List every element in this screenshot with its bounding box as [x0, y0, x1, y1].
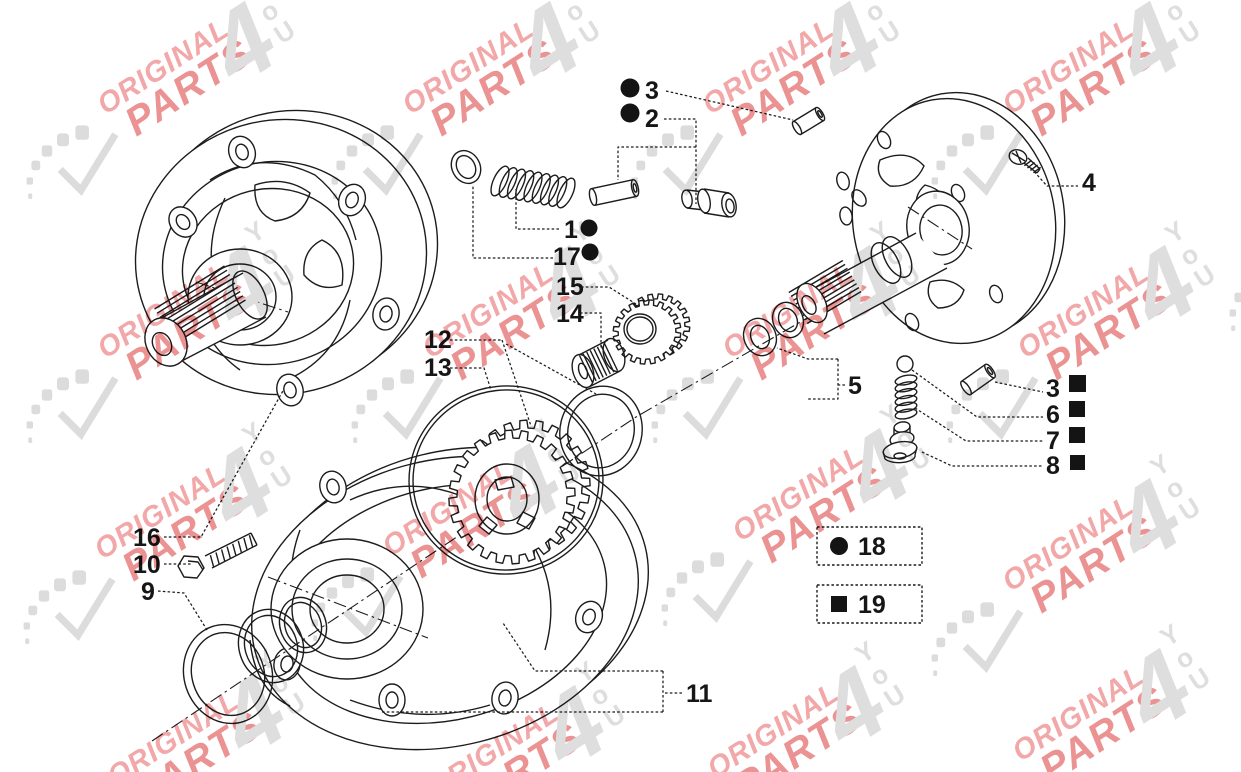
legend-dot-icon	[830, 537, 848, 555]
dowel-pin-top	[791, 106, 826, 136]
roll-pin	[588, 178, 640, 207]
housing-bolt-lugs	[168, 135, 400, 407]
idler-gear	[612, 293, 691, 365]
legend: 18 19	[816, 526, 923, 624]
marker-square	[1069, 401, 1085, 417]
callout-label-3a: 3	[645, 77, 659, 105]
o-ring	[408, 385, 604, 575]
front-pump-housing	[134, 109, 439, 407]
marker-dot	[620, 78, 640, 98]
callout-label-11: 11	[686, 680, 713, 708]
callout-label-14: 14	[556, 300, 584, 328]
callout-label-8: 8	[1046, 452, 1060, 480]
callout-label-12: 12	[424, 326, 452, 354]
callout-label-16: 16	[133, 524, 161, 552]
callout-label-9: 9	[141, 578, 155, 606]
callout-label-17: 17	[553, 243, 581, 271]
dowel-pin-right	[960, 363, 996, 396]
marker-dot	[581, 243, 599, 261]
marker-square	[1070, 455, 1085, 470]
marker-square	[1069, 375, 1086, 392]
rear-shaft	[788, 232, 948, 335]
rear-support-plate	[788, 91, 1066, 345]
callout-markers	[580, 78, 1086, 470]
callout-label-10: 10	[133, 551, 161, 579]
clutch-hub-gear	[448, 419, 591, 565]
shaft-bushings	[742, 301, 805, 357]
check-ball	[896, 355, 914, 373]
callout-label-4: 4	[1082, 169, 1096, 197]
center-axis	[151, 201, 1009, 742]
roller-cage	[571, 337, 626, 389]
seal-rings	[182, 596, 328, 725]
marker-dot	[620, 103, 640, 123]
legend-square-icon	[831, 596, 847, 612]
cap-plug	[450, 149, 482, 185]
callout-label-7: 7	[1046, 427, 1060, 455]
callout-label-6: 6	[1046, 401, 1060, 429]
callout-label-3b: 3	[1046, 375, 1060, 403]
valve-plug	[882, 421, 918, 464]
callout-label-5: 5	[848, 372, 862, 400]
bushing	[681, 188, 737, 218]
callout-labels: 3 2 1 17 15 14 12 13 4 5 3 6 7 8 16 10 9…	[133, 77, 1096, 708]
callout-label-15: 15	[556, 273, 584, 301]
relief-spring	[490, 165, 576, 209]
leader-lines	[157, 90, 1078, 713]
housing-bolt-lugs	[273, 470, 604, 717]
legend-label-19: 19	[858, 591, 886, 619]
flange-bolt	[177, 532, 258, 579]
check-spring	[894, 374, 918, 420]
callout-label-2: 2	[645, 105, 659, 133]
marker-square	[1069, 427, 1085, 443]
sleeve-ring	[559, 385, 643, 477]
front-pump-shaft	[144, 265, 268, 367]
legend-label-18: 18	[858, 533, 886, 561]
callout-label-13: 13	[424, 354, 452, 382]
marker-dot	[580, 219, 598, 237]
callout-label-1: 1	[564, 216, 578, 244]
rear-pump-housing	[249, 446, 649, 751]
